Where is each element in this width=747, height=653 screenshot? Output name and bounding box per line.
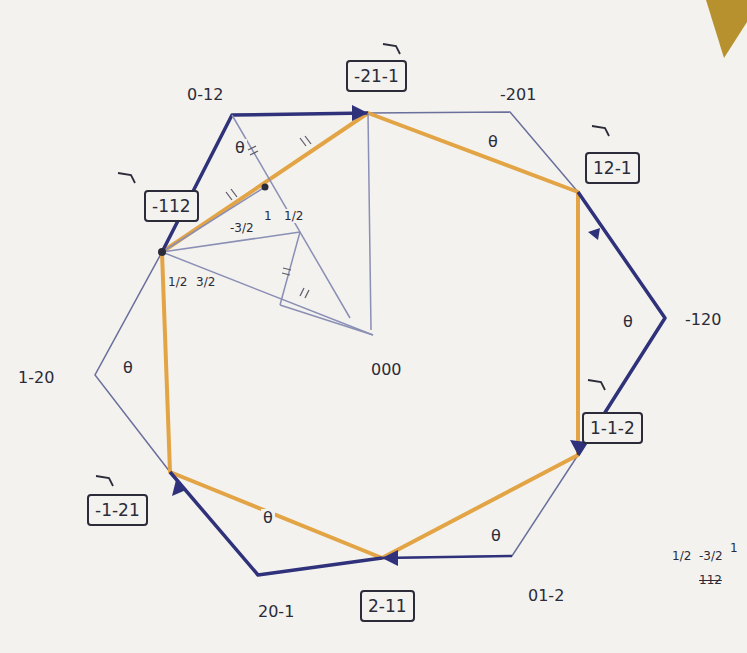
fraction-label: 1 bbox=[729, 541, 739, 555]
gold-corner bbox=[706, 0, 747, 58]
fraction-label: 1/2 bbox=[167, 275, 188, 289]
direction-index: 2-11 bbox=[368, 595, 407, 617]
origin-label: 000 bbox=[369, 361, 404, 379]
blue-path bbox=[578, 192, 665, 455]
blue-path bbox=[170, 472, 382, 575]
tick-marks bbox=[226, 136, 311, 298]
vertex-label: 20-1 bbox=[256, 603, 296, 621]
boxed-index: -21-1 bbox=[346, 60, 407, 92]
angle-label: θ bbox=[486, 133, 500, 151]
vertex-label: 0-12 bbox=[185, 86, 225, 104]
hexagon bbox=[162, 113, 578, 558]
direction-index: -21-1 bbox=[354, 65, 399, 87]
direction-index: -112 bbox=[152, 195, 191, 217]
check-marks bbox=[96, 44, 609, 486]
construction-lines bbox=[162, 113, 373, 335]
angle-label: θ bbox=[489, 527, 503, 545]
boxed-index: -1-21 bbox=[87, 494, 148, 526]
direction-index: 1-1-2 bbox=[590, 417, 635, 439]
boxed-index: 2-11 bbox=[360, 590, 415, 622]
boxed-index: 1-1-2 bbox=[582, 412, 643, 444]
fraction-label: -3/2 bbox=[698, 549, 724, 563]
vertex-label: -120 bbox=[683, 311, 723, 329]
vertex-label: 1-20 bbox=[16, 369, 56, 387]
blue-path bbox=[162, 113, 368, 252]
direction-index: 12-1 bbox=[593, 157, 632, 179]
outer-edge bbox=[95, 252, 170, 472]
angle-label: θ bbox=[621, 313, 635, 331]
angle-label: θ bbox=[121, 359, 135, 377]
angle-label: θ bbox=[261, 509, 275, 527]
fraction-label: -3/2 bbox=[229, 221, 255, 235]
vertex-label: 01-2 bbox=[526, 587, 566, 605]
fraction-label: 3/2 bbox=[195, 275, 216, 289]
direction-index: -1-21 bbox=[95, 499, 140, 521]
fraction-label: 1/2 bbox=[671, 549, 692, 563]
fraction-label: 1 bbox=[263, 209, 273, 223]
struck-label: 112 bbox=[698, 573, 723, 587]
angle-label: θ bbox=[233, 139, 247, 157]
boxed-index: -112 bbox=[144, 190, 199, 222]
fraction-label: 1/2 bbox=[283, 209, 304, 223]
vertex-label: -201 bbox=[498, 86, 538, 104]
boxed-index: 12-1 bbox=[585, 152, 640, 184]
arrowheads bbox=[172, 105, 600, 566]
blue-path bbox=[382, 556, 512, 558]
